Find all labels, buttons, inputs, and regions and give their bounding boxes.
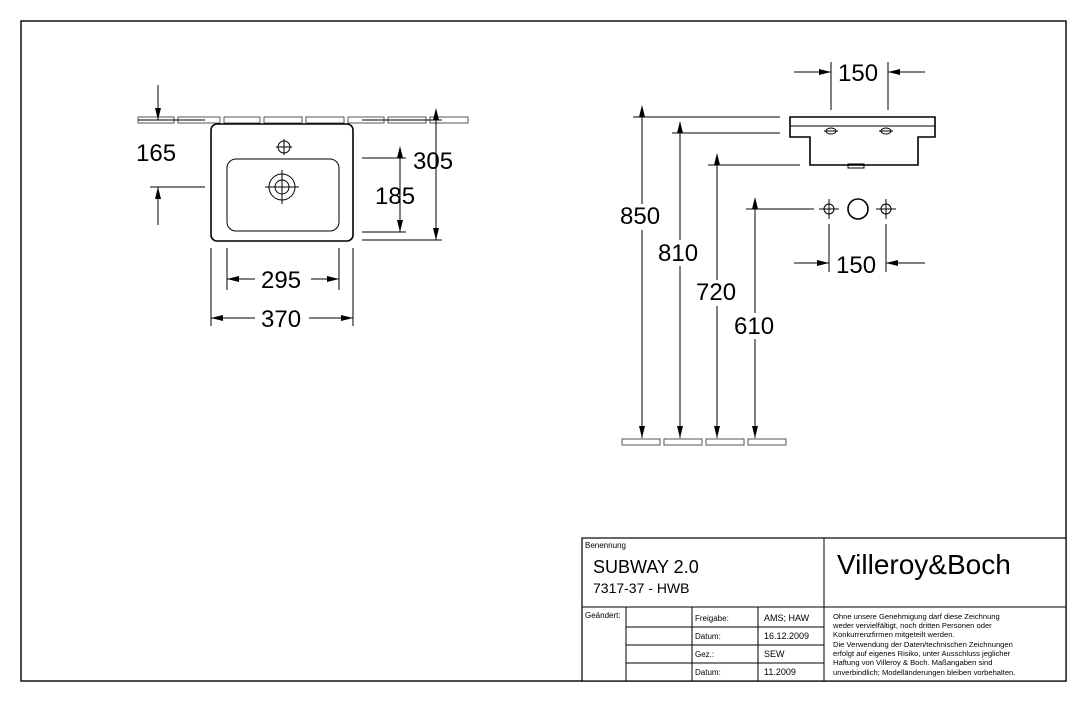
article-number: 7317-37 - HWB	[593, 580, 689, 596]
basin-bowl	[226, 158, 340, 232]
notice-line: Haftung von Villeroy & Boch. Maßangaben …	[833, 658, 992, 667]
dim-610-label: 610	[734, 313, 774, 340]
basin-outline	[210, 123, 354, 242]
notice-line: Konkurrenzfirmen mitgeteilt werden.	[833, 630, 955, 639]
brand-name: Villeroy&Boch	[837, 549, 1011, 580]
benennung-label: Benennung	[585, 541, 626, 550]
dim-295-label: 295	[261, 267, 301, 294]
notice-line: Die Verwendung der Daten/technischen Zei…	[833, 640, 1013, 649]
dim-850-label: 850	[620, 203, 660, 230]
drawing-frame	[20, 20, 1067, 682]
dim-810-label: 810	[658, 240, 698, 267]
dim-165-label: 165	[136, 140, 176, 167]
notice-line: weder vervielfältigt, noch dritten Perso…	[832, 621, 992, 630]
row-label: Gez.:	[695, 650, 714, 659]
dim-370-label: 370	[261, 306, 301, 333]
side-tap-holes	[824, 127, 893, 135]
notice-line: Ohne unsere Genehmigung darf diese Zeich…	[833, 612, 1000, 621]
row-value: 11.2009	[764, 667, 796, 677]
side-view: 150 150 850 810 720	[619, 60, 936, 446]
dim-185-label: 185	[375, 183, 415, 210]
row-label: Datum:	[695, 668, 721, 677]
row-value: 16.12.2009	[764, 631, 809, 641]
row-label: Datum:	[695, 632, 721, 641]
supply-connections	[819, 198, 896, 220]
dim-150-top-label: 150	[838, 60, 878, 87]
geaendert-label: Geändert:	[585, 611, 621, 620]
row-value: AMS; HAW	[764, 613, 810, 623]
dim-150-bottom-label: 150	[836, 252, 876, 279]
notice-line: erfolgt auf eigenes Risiko, unter Aussch…	[833, 649, 1011, 658]
row-label: Freigabe:	[695, 614, 729, 623]
product-name: SUBWAY 2.0	[593, 557, 699, 577]
dim-305-label: 305	[413, 148, 453, 175]
title-block: Benennung SUBWAY 2.0 7317-37 - HWB Ville…	[581, 537, 1067, 682]
basin-profile	[789, 116, 936, 166]
floor-tiles	[621, 438, 787, 446]
notice-line: unverbindlich; Modelländerungen bleiben …	[833, 668, 1015, 677]
top-view: 165 305 185 295 370	[136, 85, 469, 333]
dim-720-label: 720	[696, 279, 736, 306]
row-value: SEW	[764, 649, 785, 659]
